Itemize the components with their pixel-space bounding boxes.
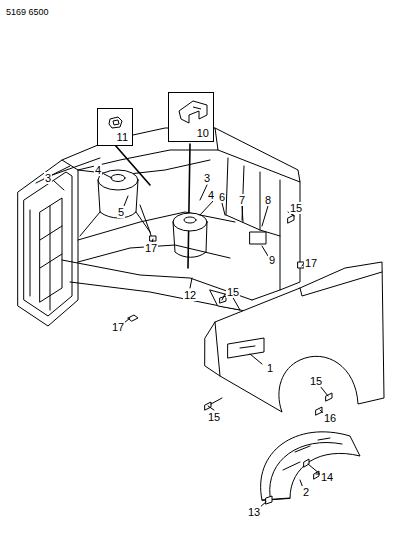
radiator-support (18, 160, 78, 326)
drawing-number: 5169 6500 (5, 6, 50, 18)
callout-number: 15 (309, 375, 323, 387)
callout-number: 4 (94, 164, 102, 176)
callout-number: 1 (266, 362, 274, 374)
callout-number: 15 (226, 286, 240, 298)
inset-leader (188, 144, 190, 268)
inset-box: 10 (168, 92, 214, 142)
callout-number: 7 (238, 194, 246, 206)
callout-number: 15 (207, 411, 221, 423)
callout-number: 8 (264, 194, 272, 206)
callout-number: 17 (111, 321, 125, 333)
callout-number: 6 (218, 191, 226, 203)
callout-number: 3 (44, 172, 52, 184)
callout-number: 15 (289, 202, 303, 214)
callout-number: 12 (183, 289, 197, 301)
front-fender (205, 262, 384, 412)
callout-number: 17 (304, 257, 318, 269)
callout-number: 2 (302, 486, 310, 498)
callout-number: 4 (207, 189, 215, 201)
cowl-panel (210, 128, 300, 310)
callout-number: 17 (144, 242, 158, 254)
callout-number: 9 (268, 254, 276, 266)
callout-number: 16 (323, 412, 337, 424)
callout-leaders (54, 174, 328, 507)
splash-shield (261, 432, 360, 500)
right-apron (62, 205, 252, 312)
callout-number: 11 (116, 131, 129, 143)
callout-number: 13 (247, 506, 261, 518)
callout-number: 14 (320, 471, 334, 483)
callout-number: 3 (203, 172, 211, 184)
callout-number: 5 (117, 206, 125, 218)
callout-number: 10 (196, 127, 210, 139)
fasteners (128, 212, 332, 504)
inset-box: 11 (97, 108, 133, 146)
